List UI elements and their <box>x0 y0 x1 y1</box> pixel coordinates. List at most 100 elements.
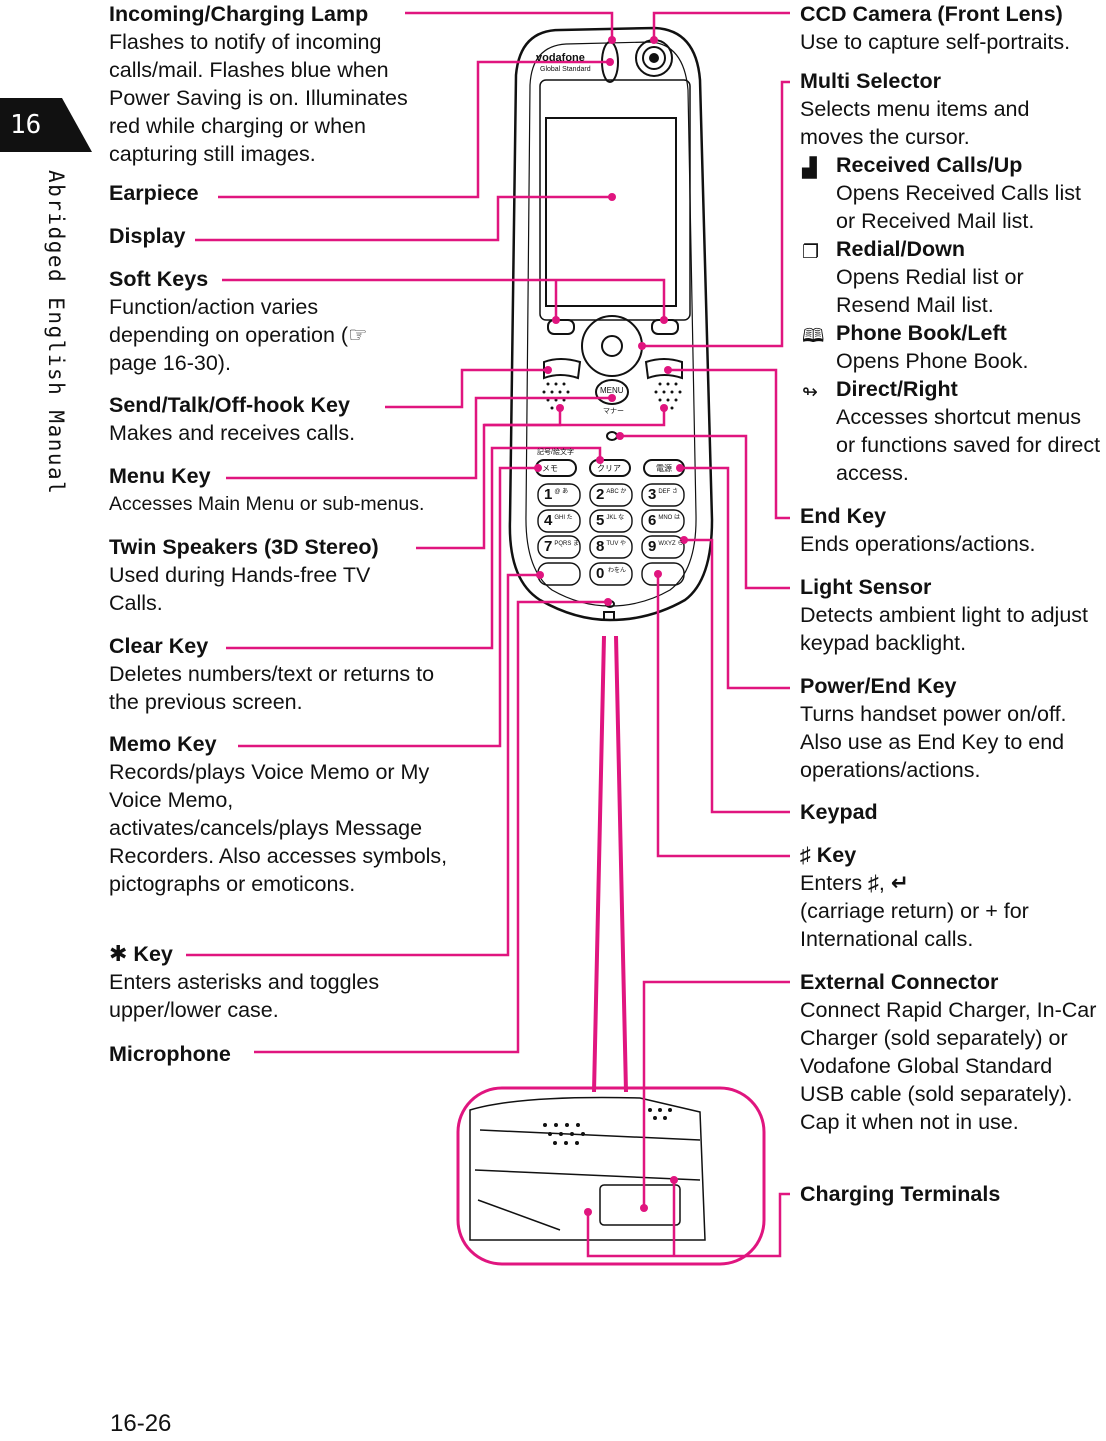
title: Twin Speakers (3D Stereo) <box>109 535 379 559</box>
desc: Opens Redial list or Resend Mail list. <box>836 265 1024 317</box>
title: Send/Talk/Off-hook Key <box>109 393 350 417</box>
label-direct: ↬ Direct/Right Accesses shortcut menus o… <box>802 375 1102 487</box>
title: Light Sensor <box>800 575 932 599</box>
title: CCD Camera (Front Lens) <box>800 2 1063 26</box>
title: Charging Terminals <box>800 1182 1001 1206</box>
title: Direct/Right <box>836 377 958 401</box>
keypad-key-letters: PQRS ま <box>554 541 580 547</box>
memo-kana: メモ <box>542 464 558 473</box>
label-clear-key: Clear Key Deletes numbers/text or return… <box>109 632 454 716</box>
direct-icon: ↬ <box>802 382 818 403</box>
title: Power/End Key <box>800 674 957 698</box>
star-key-icon: ✱ <box>109 941 128 966</box>
symbols-kana: 記号/絵文字 <box>537 449 574 456</box>
keypad-key-letters: MNO は <box>658 515 681 521</box>
title: External Connector <box>800 970 999 994</box>
phone-book-icon: 🕮 <box>802 326 825 347</box>
desc: Records/plays Voice Memo or My Voice Mem… <box>109 760 448 896</box>
label-end-key: End Key Ends operations/actions. <box>800 502 1100 558</box>
label-star-key: ✱ Key Enters asterisks and toggles upper… <box>109 940 429 1024</box>
label-hash-key: ♯ Key Enters ♯, ↵ (carriage return) or +… <box>800 841 1090 953</box>
hash-key-icon: ♯ <box>800 843 811 867</box>
hash-key-icon: ♯ <box>868 871 879 895</box>
keypad-key-letters: WXYZ ら <box>658 541 684 547</box>
desc: Deletes numbers/text or returns to the p… <box>109 662 435 714</box>
title: End Key <box>800 504 887 528</box>
phone-brand-sub: Global Standard <box>540 66 591 73</box>
phone-body <box>508 26 714 622</box>
desc: Flashes to notify of incoming calls/mail… <box>109 30 408 166</box>
label-display: Display <box>109 222 185 250</box>
desc: Accesses Main Menu or sub-menus. <box>109 493 425 515</box>
label-ccd-camera: CCD Camera (Front Lens) Use to capture s… <box>800 0 1100 56</box>
title: Phone Book/Left <box>836 321 1007 345</box>
label-send-key: Send/Talk/Off-hook Key Makes and receive… <box>109 391 409 447</box>
keypad-key-letters: GHI た <box>554 515 573 521</box>
title: Microphone <box>109 1042 231 1066</box>
bottom-inset <box>456 1086 766 1266</box>
title: Earpiece <box>109 181 199 205</box>
keypad-key-letters: わをん <box>606 568 627 574</box>
title: Menu Key <box>109 464 211 488</box>
carriage-return-icon: ↵ <box>890 871 909 895</box>
page-number: 16-26 <box>110 1410 172 1437</box>
title: Key <box>133 942 173 966</box>
keypad-key-letters: DEF さ <box>658 489 679 495</box>
clear-kana: クリア <box>597 464 621 473</box>
label-light-sensor: Light Sensor Detects ambient light to ad… <box>800 573 1090 657</box>
menu-kana: マナー <box>603 408 624 415</box>
desc: Detects ambient light to adjust keypad b… <box>800 603 1089 655</box>
title: Soft Keys <box>109 267 209 291</box>
keypad-key-letters: TUV や <box>606 541 627 547</box>
keypad-key-0: 0 わをん <box>596 565 627 582</box>
power-kana: 電源 <box>656 464 672 473</box>
desc: Connect Rapid Charger, In-Car Charger (s… <box>800 998 1097 1134</box>
title: Keypad <box>800 800 878 824</box>
chapter-number: 16 <box>10 110 42 140</box>
label-charging-terminals: Charging Terminals <box>800 1180 1000 1208</box>
leader-lines <box>186 11 790 1258</box>
label-phone-book: 🕮 Phone Book/Left Opens Phone Book. <box>802 319 1102 375</box>
phone-brand: vodafone <box>536 52 585 64</box>
label-earpiece: Earpiece <box>109 179 199 207</box>
keypad-key-letters: @ あ <box>554 489 569 495</box>
desc: Ends operations/actions. <box>800 532 1036 556</box>
label-power-key: Power/End Key Turns handset power on/off… <box>800 672 1100 784</box>
label-twin-speakers: Twin Speakers (3D Stereo) Used during Ha… <box>109 533 419 617</box>
title: Display <box>109 224 186 248</box>
desc: Makes and receives calls. <box>109 421 356 445</box>
desc: Opens Phone Book. <box>836 349 1029 373</box>
desc: Used during Hands-free TV Calls. <box>109 563 371 615</box>
title: Memo Key <box>109 732 217 756</box>
desc-a: Enters <box>800 871 863 895</box>
label-incoming-lamp: Incoming/Charging Lamp Flashes to notify… <box>109 0 444 168</box>
keypad-key-letters: ABC か <box>606 489 627 495</box>
side-title: Abridged English Manual <box>44 170 68 496</box>
label-keypad: Keypad <box>800 798 878 826</box>
desc: Turns handset power on/off. Also use as … <box>800 702 1067 782</box>
label-microphone: Microphone <box>109 1040 231 1068</box>
desc: Enters asterisks and toggles upper/lower… <box>109 970 380 1022</box>
title: Incoming/Charging Lamp <box>109 2 369 26</box>
leader-dots <box>534 36 688 1216</box>
title: Received Calls/Up <box>836 153 1023 177</box>
title: Multi Selector <box>800 69 941 93</box>
title: Key <box>816 843 857 867</box>
desc: Function/action varies depending on oper… <box>109 295 368 375</box>
menu-key-label: MENU <box>600 386 624 395</box>
label-memo-key: Memo Key Records/plays Voice Memo or My … <box>109 730 454 898</box>
title: Redial/Down <box>836 237 966 261</box>
label-menu-key: Menu Key Accesses Main Menu or sub-menus… <box>109 462 469 518</box>
title: Clear Key <box>109 634 209 658</box>
desc-b: , <box>878 871 885 895</box>
desc: Opens Received Calls list or Received Ma… <box>836 181 1081 233</box>
label-soft-keys: Soft Keys Function/action varies dependi… <box>109 265 379 377</box>
keypad-key-letters: JKL な <box>606 515 625 521</box>
label-received-calls: ▟ Received Calls/Up Opens Received Calls… <box>802 151 1102 235</box>
